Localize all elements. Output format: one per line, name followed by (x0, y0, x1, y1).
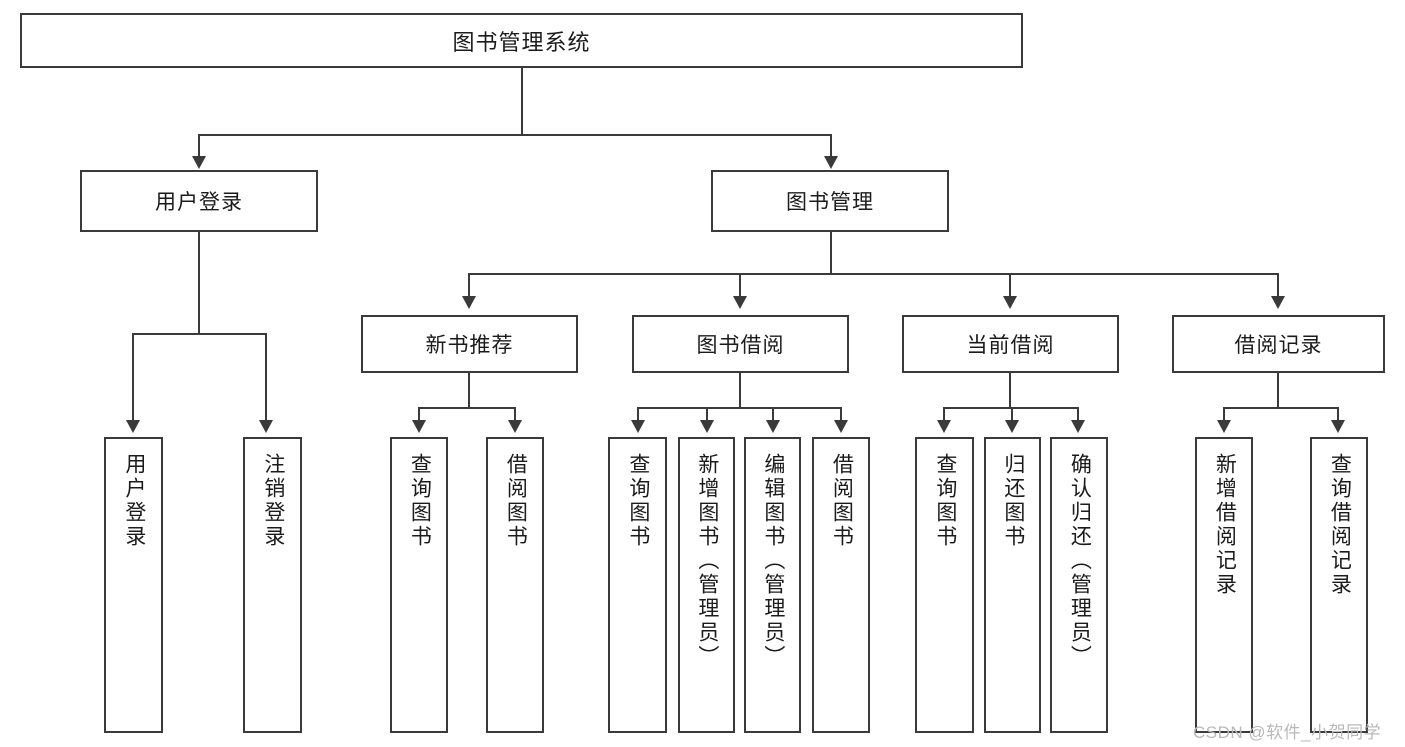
arrow-to-leaf-borrow-book-1 (508, 420, 522, 433)
connector-book-borrow-c4 (840, 407, 842, 420)
leaf-query-borrow-record[interactable]: 查询借阅记录 (1310, 437, 1368, 733)
connector-root-to-book-mgmt (830, 134, 832, 156)
connector-current-borrow-c1 (943, 407, 945, 420)
connector-root-bus (198, 134, 832, 136)
leaf-query-book-current[interactable]: 查询图书 (915, 437, 974, 733)
leaf-label: 用户登录 (122, 453, 146, 549)
leaf-label: 借阅图书 (504, 453, 528, 549)
connector-root-to-user-login (198, 134, 200, 156)
node-label: 借阅记录 (1234, 334, 1323, 357)
connector-book-mgmt-stem (830, 232, 832, 274)
connector-to-current-borrow (1009, 273, 1011, 296)
connector-current-borrow-stem (1009, 373, 1011, 408)
leaf-label: 查询借阅记录 (1328, 453, 1352, 597)
node-label: 当前借阅 (966, 334, 1055, 357)
arrow-to-leaf-add-book (700, 420, 714, 433)
connector-book-borrow-c3 (772, 407, 774, 420)
leaf-confirm-return-admin[interactable]: 确认归还（管理员） (1050, 437, 1108, 733)
arrow-to-book-mgmt (824, 156, 838, 169)
node-borrow-records[interactable]: 借阅记录 (1172, 315, 1385, 373)
connector-book-mgmt-bus (468, 273, 1278, 275)
arrow-to-leaf-confirm-return (1071, 420, 1085, 433)
connector-borrow-records-bus (1223, 407, 1339, 409)
arrow-to-leaf-query-book-1 (412, 420, 426, 433)
csdn-watermark: CSDN @软件_小贺同学 (1193, 723, 1382, 742)
connector-new-books-c2 (514, 407, 516, 420)
connector-borrow-records-stem (1277, 373, 1279, 408)
connector-book-borrow-stem (739, 373, 741, 408)
node-book-borrow[interactable]: 图书借阅 (632, 315, 849, 373)
leaf-label: 编辑图书（管理员） (761, 453, 785, 669)
leaf-label: 新增图书（管理员） (695, 453, 719, 669)
arrow-to-leaf-user-login (126, 420, 140, 433)
connector-new-books-stem (468, 373, 470, 408)
node-label: 图书管理系统 (452, 29, 591, 55)
leaf-borrow-book[interactable]: 借阅图书 (812, 437, 870, 733)
leaf-user-login[interactable]: 用户登录 (104, 437, 163, 733)
connector-to-new-books (468, 273, 470, 296)
connector-user-login-bus (132, 333, 267, 335)
node-user-login[interactable]: 用户登录 (80, 170, 318, 232)
connector-user-login-right (265, 333, 267, 420)
node-new-book-recommend[interactable]: 新书推荐 (361, 315, 578, 373)
leaf-edit-book-admin[interactable]: 编辑图书（管理员） (744, 437, 801, 733)
arrow-to-leaf-query-record (1331, 420, 1345, 433)
node-root-system[interactable]: 图书管理系统 (20, 13, 1023, 68)
leaf-add-book-admin[interactable]: 新增图书（管理员） (678, 437, 735, 733)
leaf-label: 查询图书 (408, 453, 432, 549)
node-label: 用户登录 (155, 191, 243, 214)
arrow-to-book-borrow (733, 296, 747, 309)
leaf-logout[interactable]: 注销登录 (243, 437, 302, 733)
node-label: 图书借阅 (696, 334, 785, 357)
connector-borrow-records-c1 (1223, 407, 1225, 420)
connector-current-borrow-c2 (1011, 407, 1013, 420)
arrow-to-leaf-return-book (1005, 420, 1019, 433)
connector-user-login-stem (198, 232, 200, 334)
connector-book-borrow-c1 (637, 407, 639, 420)
arrow-to-leaf-logout (259, 420, 273, 433)
node-label: 图书管理 (786, 191, 874, 214)
leaf-borrow-book-recommend[interactable]: 借阅图书 (486, 437, 544, 733)
leaf-label: 新增借阅记录 (1213, 453, 1237, 597)
leaf-label: 注销登录 (261, 453, 285, 549)
arrow-to-borrow-records (1271, 296, 1285, 309)
connector-borrow-records-c2 (1337, 407, 1339, 420)
leaf-label: 归还图书 (1001, 453, 1025, 549)
node-label: 新书推荐 (425, 334, 514, 357)
leaf-label: 查询图书 (933, 453, 957, 549)
leaf-return-book[interactable]: 归还图书 (984, 437, 1041, 733)
arrow-to-leaf-borrow-book-2 (834, 420, 848, 433)
node-current-borrow[interactable]: 当前借阅 (902, 315, 1119, 373)
leaf-query-book-recommend[interactable]: 查询图书 (390, 437, 448, 733)
connector-book-borrow-bus (637, 407, 842, 409)
connector-to-borrow-records (1277, 273, 1279, 296)
connector-user-login-left (132, 333, 134, 420)
arrow-to-leaf-query-book-2 (631, 420, 645, 433)
arrow-to-new-books (462, 296, 476, 309)
connector-new-books-c1 (418, 407, 420, 420)
arrow-to-leaf-add-record (1217, 420, 1231, 433)
leaf-add-borrow-record[interactable]: 新增借阅记录 (1195, 437, 1253, 733)
connector-root-stem (521, 68, 523, 135)
arrow-to-user-login (192, 156, 206, 169)
connector-to-book-borrow (739, 273, 741, 296)
arrow-to-leaf-edit-book (766, 420, 780, 433)
leaf-label: 借阅图书 (830, 453, 854, 549)
leaf-label: 确认归还（管理员） (1068, 453, 1092, 669)
connector-current-borrow-c3 (1077, 407, 1079, 420)
arrow-to-leaf-query-book-3 (937, 420, 951, 433)
leaf-query-book-borrow[interactable]: 查询图书 (608, 437, 667, 733)
connector-book-borrow-c2 (706, 407, 708, 420)
connector-new-books-bus (418, 407, 516, 409)
leaf-label: 查询图书 (626, 453, 650, 549)
arrow-to-current-borrow (1003, 296, 1017, 309)
node-book-management[interactable]: 图书管理 (711, 170, 949, 232)
